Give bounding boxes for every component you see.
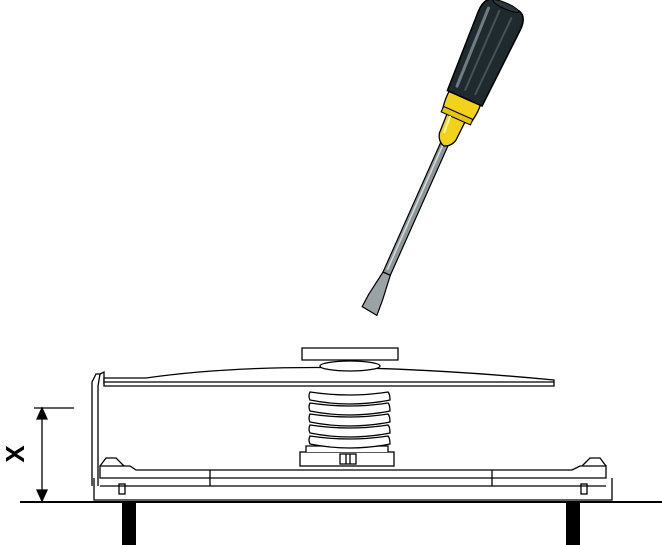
screwdriver [361,0,524,317]
dimension-label: X [0,445,30,463]
left-leg [122,503,136,545]
dimension-indicator [34,406,74,503]
adjustment-screw-hole [319,360,381,372]
adjustment-spring [299,391,395,467]
screwdriver-handle [446,0,524,108]
support-legs [122,503,580,545]
screwdriver-ferrule [438,90,482,147]
screwdriver-tip [361,271,392,317]
right-leg [566,503,580,545]
spring-coils [308,391,391,449]
dimension-arrow-down [35,489,49,503]
top-plate [103,347,555,387]
dimension-arrow-up [35,406,49,420]
